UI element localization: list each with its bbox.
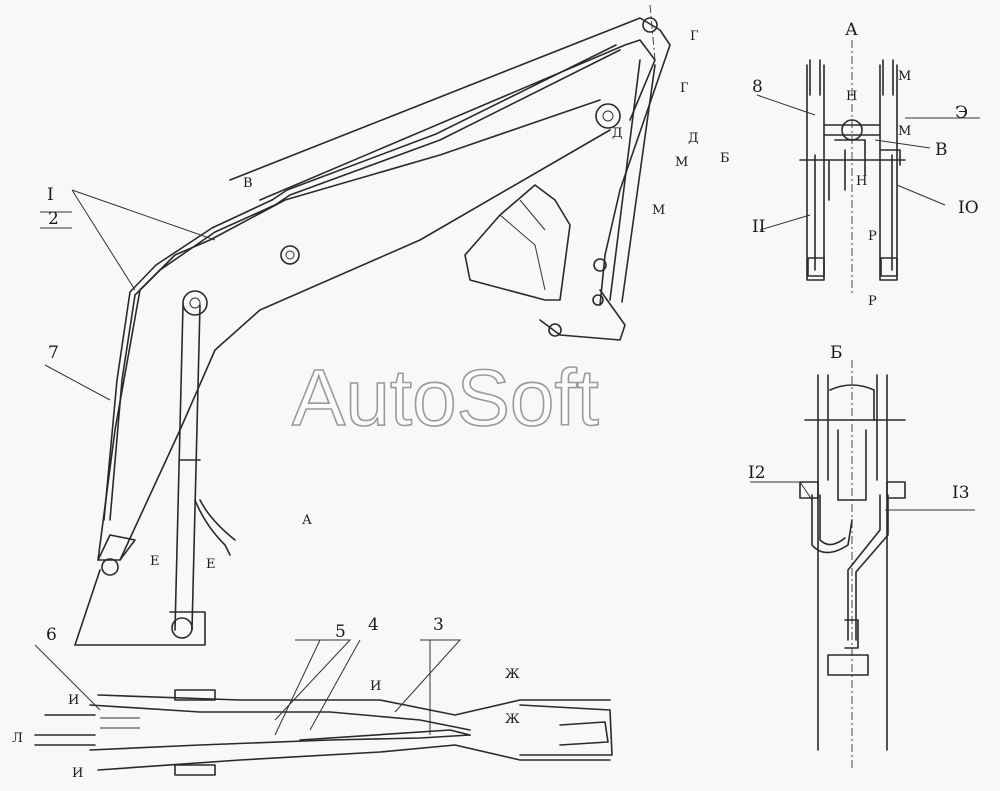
callout-v: В (935, 140, 948, 160)
section-mark-e1: Е (150, 554, 160, 569)
callout-10: IO (958, 198, 979, 218)
pipeline-plan-view (34, 689, 613, 776)
section-mark-zh1: Ж (505, 667, 520, 682)
section-mark-m3: М (898, 69, 911, 84)
leader-lines (34, 189, 462, 736)
section-mark-b: Б (720, 151, 730, 166)
labels: I 2 7 6 5 4 3 В Г Г Д Д М М Б Е Е А И И … (12, 20, 979, 781)
section-mark-m1: М (675, 155, 688, 170)
section-mark-n2: Н (856, 174, 867, 189)
section-mark-v: В (243, 176, 253, 191)
callout-e: Э (955, 103, 968, 123)
section-mark-a: А (302, 513, 312, 528)
section-mark-r2: Р (868, 294, 877, 309)
callout-4: 4 (368, 615, 379, 635)
section-mark-e2: Е (206, 557, 216, 572)
callout-5: 5 (335, 622, 346, 642)
view-b-title: Б (830, 343, 843, 363)
section-mark-i2: И (370, 679, 381, 694)
section-mark-i1: И (68, 693, 79, 708)
callout-7: 7 (48, 343, 59, 363)
detail-view-b (750, 374, 975, 751)
section-mark-n1: Н (846, 89, 857, 104)
section-mark-m4: М (898, 124, 911, 139)
callout-13: I3 (952, 483, 970, 503)
callout-12: I2 (748, 463, 766, 483)
callout-1: I (47, 185, 54, 205)
view-a-title: А (845, 20, 858, 40)
section-mark-i3: И (72, 766, 83, 781)
watermark: AutoSoft (292, 353, 599, 442)
section-mark-l: Л (12, 731, 23, 746)
section-mark-m2: М (652, 203, 665, 218)
section-mark-g1: Г (690, 29, 699, 44)
section-mark-zh2: Ж (505, 712, 520, 727)
callout-2: 2 (48, 209, 59, 229)
boom-assembly (74, 17, 671, 646)
callout-8: 8 (752, 77, 763, 97)
center-lines (649, 4, 853, 770)
section-mark-d2: Д (688, 131, 699, 146)
section-mark-d1: Д (612, 126, 623, 141)
section-mark-r1: Р (868, 229, 877, 244)
section-mark-g2: Г (680, 81, 689, 96)
callout-6: 6 (46, 625, 57, 645)
callout-3: 3 (433, 615, 444, 635)
detail-view-a (756, 59, 980, 281)
callout-11: II (752, 217, 765, 237)
